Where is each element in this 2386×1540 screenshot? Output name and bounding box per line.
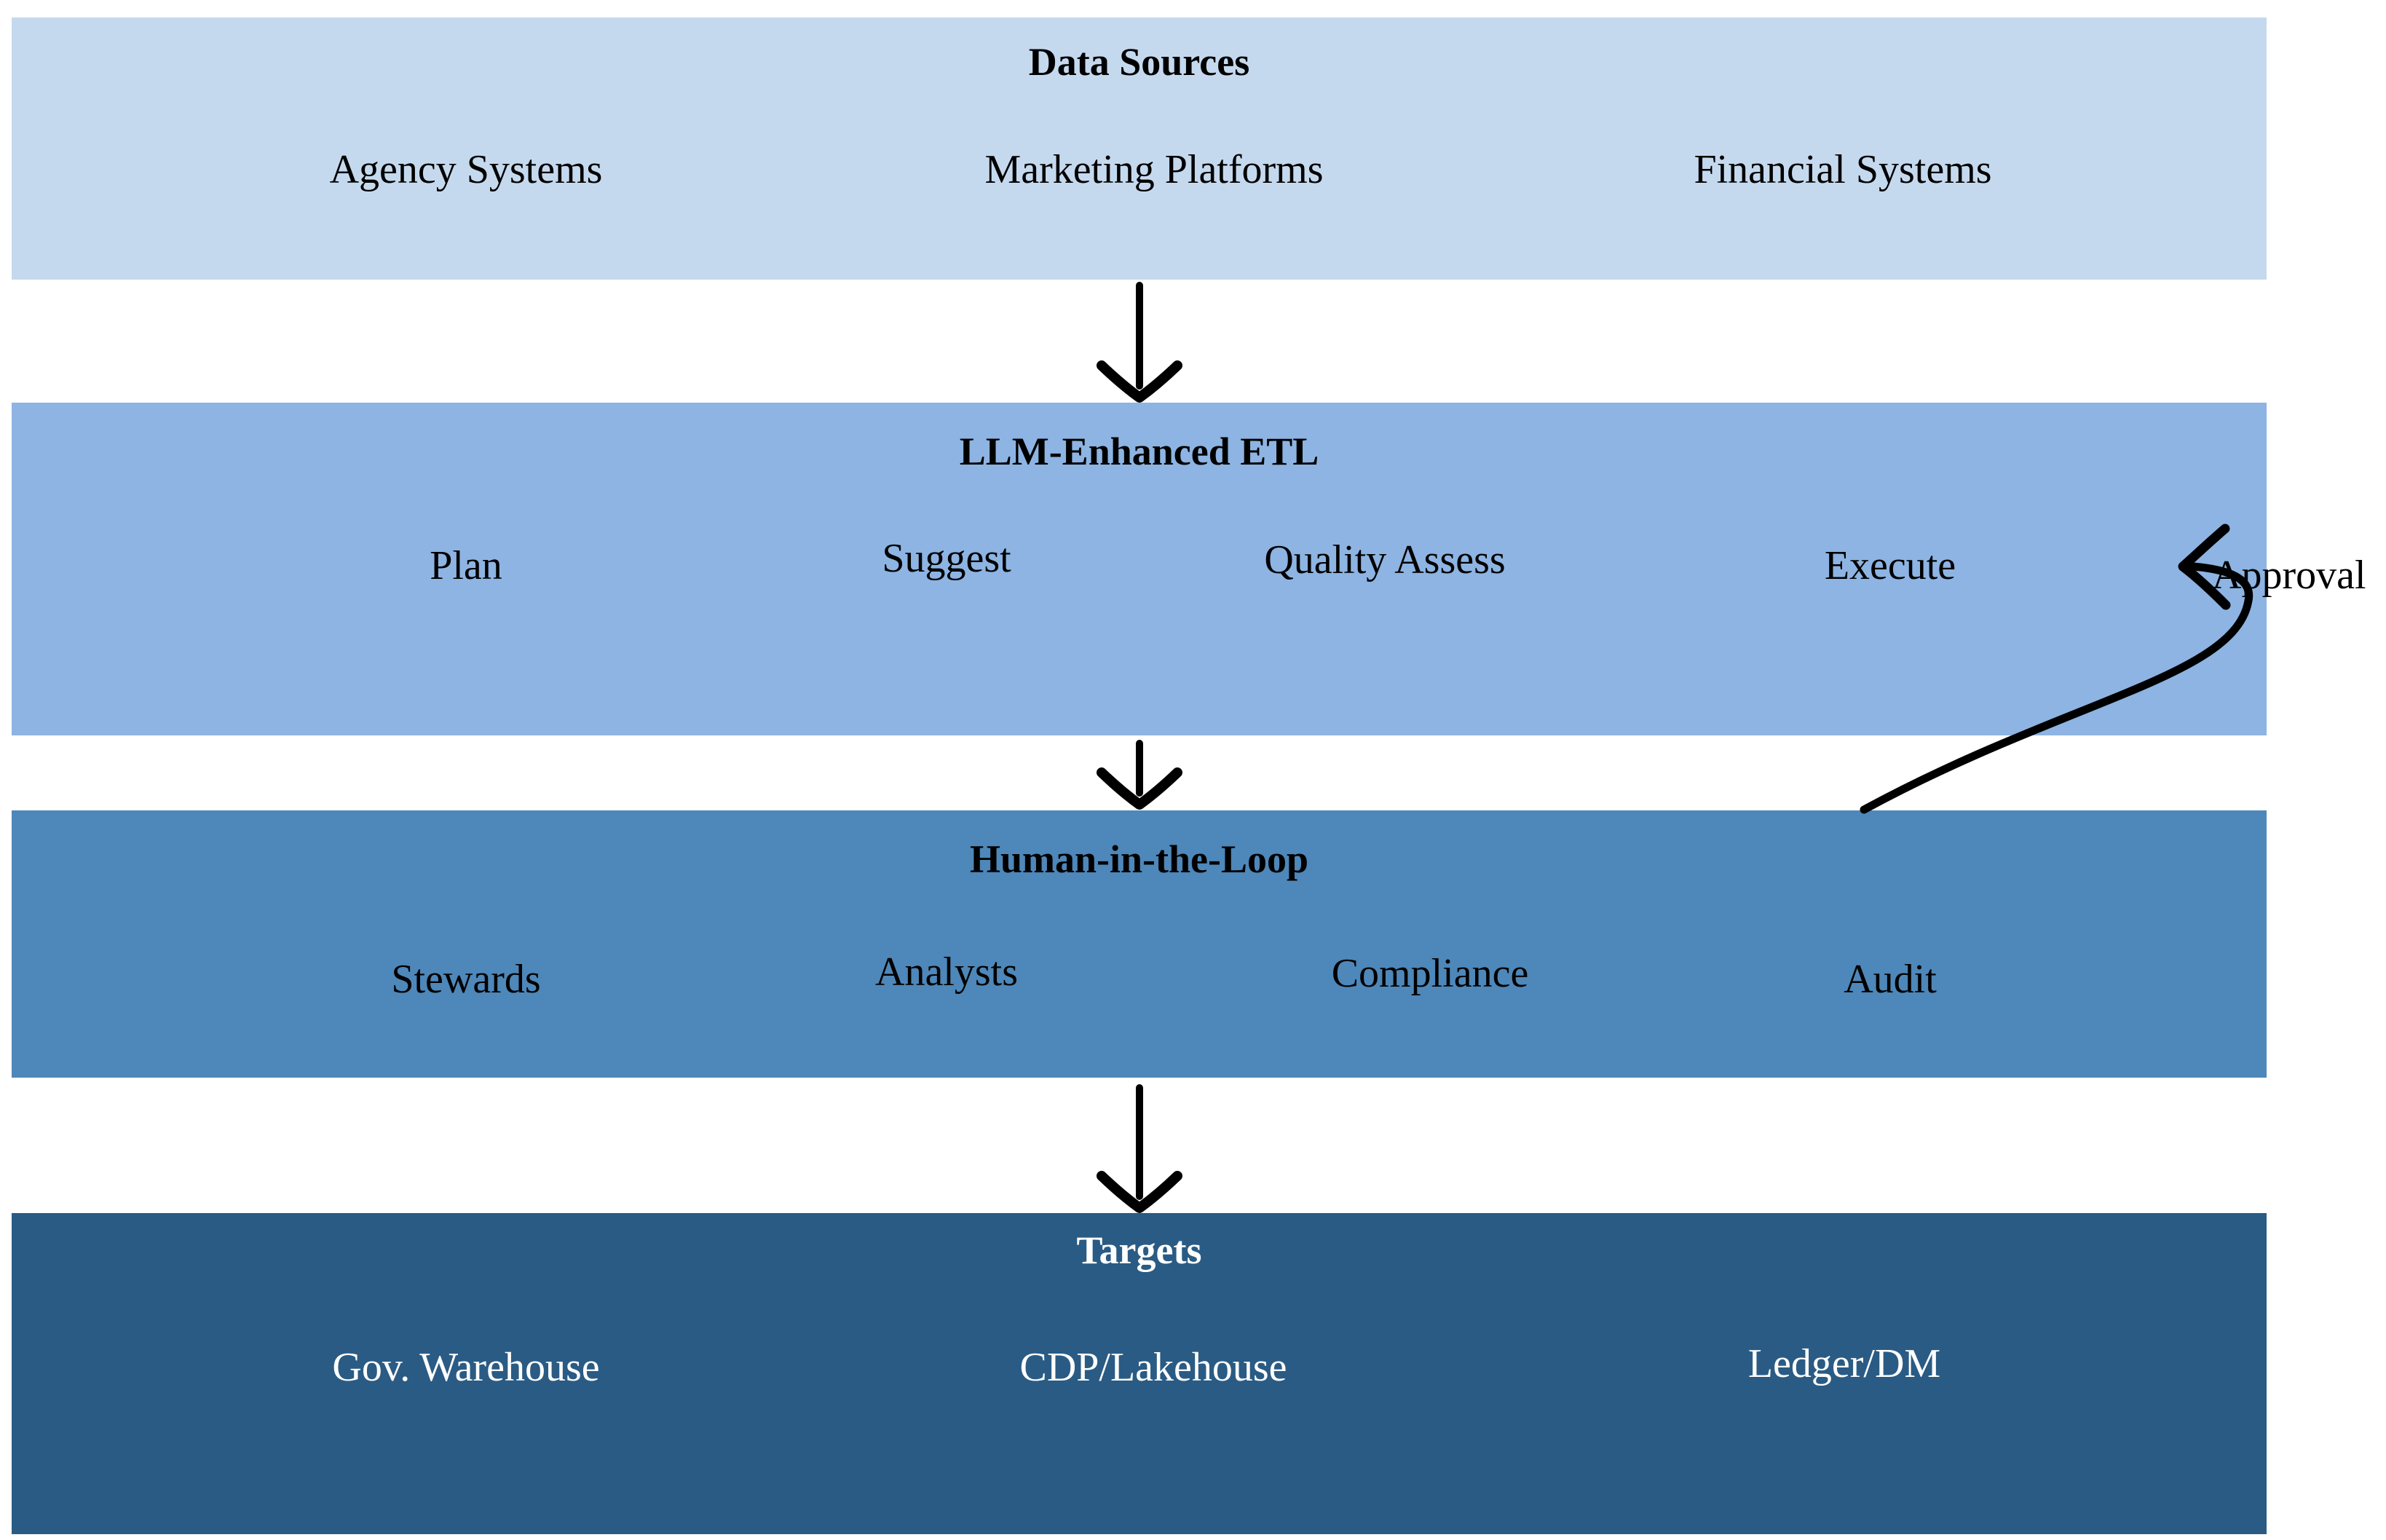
band-targets-title: Targets xyxy=(1076,1228,1202,1272)
band-data-sources-title: Data Sources xyxy=(1028,40,1250,84)
item-ledger-dm: Ledger/DM xyxy=(1747,1341,1941,1386)
item-quality-assess: Quality Assess xyxy=(1264,537,1506,583)
arrow-sources-to-etl xyxy=(1097,282,1182,403)
band-llm-enhanced-etl: LLM-Enhanced ETL Plan Suggest Quality As… xyxy=(12,403,2267,735)
item-execute: Execute xyxy=(1824,543,1956,588)
band-human-in-the-loop: Human-in-the-Loop Stewards Analysts Comp… xyxy=(12,810,2267,1078)
item-plan: Plan xyxy=(430,543,502,588)
item-cdp-lakehouse: CDP/Lakehouse xyxy=(1019,1345,1287,1390)
item-stewards: Stewards xyxy=(391,957,541,1002)
approval-label: Approval xyxy=(2212,553,2366,598)
item-analysts: Analysts xyxy=(875,949,1018,995)
item-gov-warehouse: Gov. Warehouse xyxy=(332,1345,600,1390)
item-suggest: Suggest xyxy=(882,536,1011,581)
arrow-etl-to-human xyxy=(1097,740,1182,810)
arrow-human-to-targets xyxy=(1097,1084,1182,1213)
band-human-in-the-loop-title: Human-in-the-Loop xyxy=(969,837,1309,881)
band-targets: Targets Gov. Warehouse CDP/Lakehouse Led… xyxy=(12,1213,2267,1534)
item-financial-systems: Financial Systems xyxy=(1694,147,1992,192)
band-data-sources: Data Sources Agency Systems Marketing Pl… xyxy=(12,17,2267,280)
item-audit: Audit xyxy=(1844,957,1937,1002)
item-agency-systems: Agency Systems xyxy=(329,147,603,192)
item-compliance: Compliance xyxy=(1331,951,1529,996)
item-marketing-platforms: Marketing Platforms xyxy=(984,147,1324,192)
band-llm-enhanced-etl-title: LLM-Enhanced ETL xyxy=(959,430,1319,473)
